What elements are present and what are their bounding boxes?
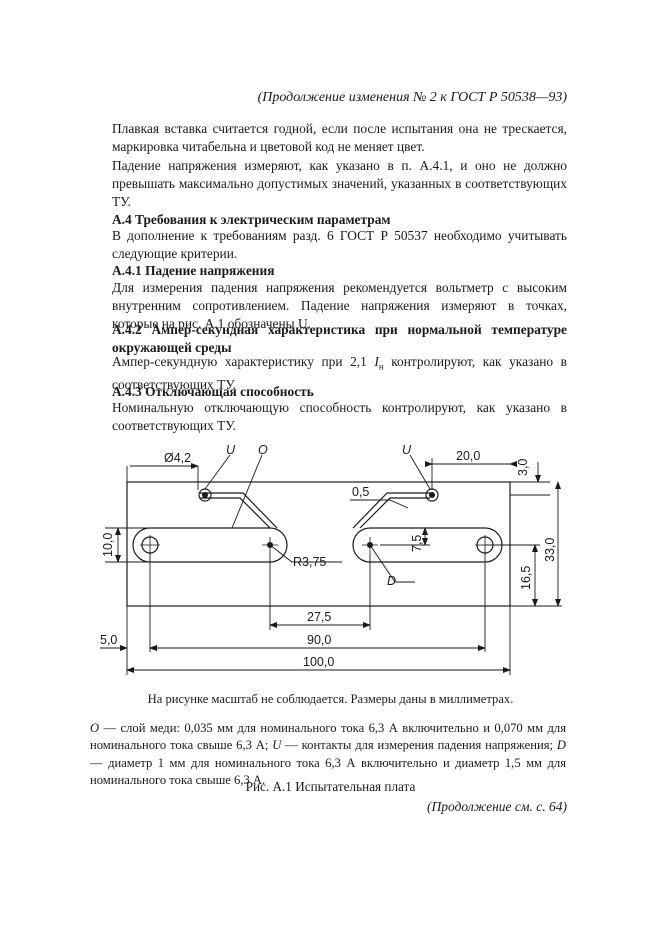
scale-note: На рисунке масштаб не соблюдается. Разме… xyxy=(147,692,514,706)
dim-5: 5,0 xyxy=(100,633,117,647)
test-board-drawing: Ø4,2 U O U 20,0 3,0 0,5 10,0 R3,75 7,5 3… xyxy=(100,443,562,675)
dim-33: 33,0 xyxy=(543,538,557,562)
paragraph-ampere-second: Ампер-секундную характеристику при 2,1 I… xyxy=(112,354,568,392)
continuation-note: (Продолжение см. с. 64) xyxy=(427,799,567,814)
dim-10: 10,0 xyxy=(101,533,115,557)
heading-a4: А.4 Требования к электрическим параметра… xyxy=(112,212,391,227)
dim-27-5: 27,5 xyxy=(307,610,331,624)
board-outline xyxy=(126,481,511,607)
paragraph-voltmeter: Для измерения падения напряжения рекомен… xyxy=(112,280,567,332)
paragraph-fuse-ok: Плавкая вставка считается годной, если п… xyxy=(112,121,567,155)
figure-legend: О — слой меди: 0,035 мм для номинального… xyxy=(90,721,566,788)
label-u-left: U xyxy=(226,443,236,457)
dim-3: 3,0 xyxy=(516,459,530,476)
dim-16-5: 16,5 xyxy=(519,566,533,590)
dim-90: 90,0 xyxy=(307,633,331,647)
dim-0-5: 0,5 xyxy=(352,485,369,499)
label-d: D xyxy=(387,574,396,588)
right-trace xyxy=(352,492,430,529)
dim-diameter-4-2: Ø4,2 xyxy=(164,451,191,465)
left-trace xyxy=(200,492,278,529)
paragraph-voltage-drop-check: Падение напряжения измеряют, как указано… xyxy=(112,158,567,210)
figure-caption: Рис. А.1 Испытательная плата xyxy=(245,779,416,794)
heading-a42: А.4.2 Ампер-секундная характеристика при… xyxy=(112,322,567,356)
paragraph-additional-criteria: В дополнение к требованиям разд. 6 ГОСТ … xyxy=(112,228,567,262)
label-u-right: U xyxy=(402,443,412,457)
heading-a43: А.4.3 Отключающая способность xyxy=(112,384,314,399)
heading-a41: А.4.1 Падение напряжения xyxy=(112,263,275,278)
dim-20: 20,0 xyxy=(456,449,480,463)
dim-r3-75: R3,75 xyxy=(293,555,326,569)
dim-100: 100,0 xyxy=(303,655,334,669)
running-header: (Продолжение изменения № 2 к ГОСТ Р 5053… xyxy=(257,90,567,105)
paragraph-breaking-capacity: Номинальную отключающую способность конт… xyxy=(112,400,567,434)
label-o: O xyxy=(258,443,268,457)
dim-7-5: 7,5 xyxy=(410,535,424,552)
